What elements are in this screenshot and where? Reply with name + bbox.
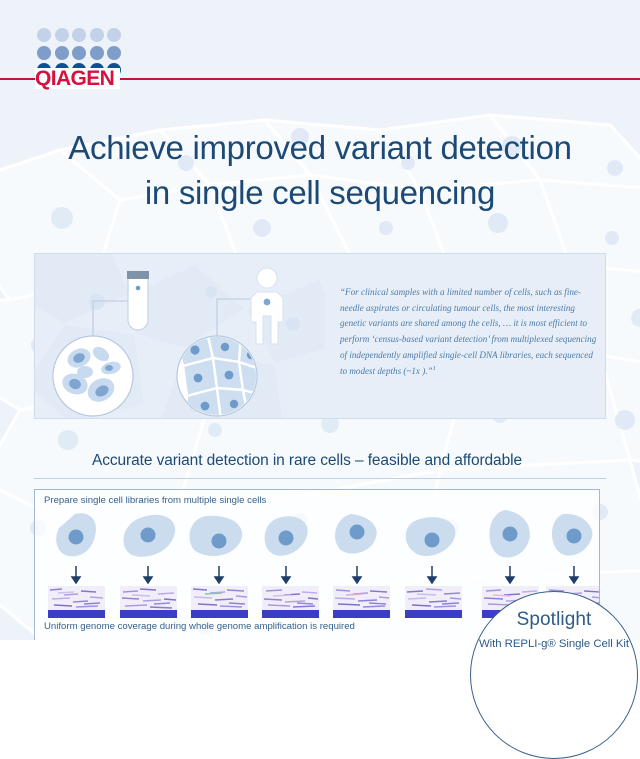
patient-tumour-marker [263,298,271,306]
hero-quote-panel: “For clinical samples with a limited num… [34,253,606,419]
logo-dot [89,45,104,60]
single-cells-row [56,510,593,558]
logo-dot-row-1 [37,28,137,42]
quote-body: “For clinical samples with a limited num… [340,287,597,377]
logo-dot [89,28,104,42]
logo-dot [107,28,121,42]
coverage-baseline-band [120,610,177,618]
logo-dot-row-2 [37,45,137,60]
page-header: QIAGEN [0,0,640,100]
blood-collection-tube [127,271,149,331]
logo-dot [72,28,86,42]
workflow-top-label: Prepare single cell libraries from multi… [44,495,267,506]
coverage-baseline-band [262,610,319,618]
qiagen-wordmark: QIAGEN [35,68,121,89]
sample-source-illustration [35,254,325,418]
logo-dot [72,45,86,60]
section-heading: Accurate variant detection in rare cells… [92,452,522,469]
coverage-noise [406,588,462,608]
page-title-line-1: Achieve improved variant detection [68,129,572,166]
coverage-plot [262,586,319,618]
coverage-noise [121,588,177,609]
coverage-noise [49,588,104,608]
coverage-noise [263,589,319,608]
coverage-baseline-band [405,610,462,618]
page-title-line-2: in single cell sequencing [144,173,496,211]
coverage-plot [333,586,390,618]
coverage-noise [334,589,390,608]
coverage-plot [405,586,462,618]
spotlight-callout: Spotlight With REPLI-g® Single Cell Kit [470,591,638,759]
coverage-plot [191,586,248,618]
workflow-bottom-label: Uniform genome coverage during whole gen… [44,621,355,632]
quote-text: “For clinical samples with a limited num… [340,285,598,380]
coverage-plot [48,586,105,618]
quote-reference-marker: 1 [432,365,436,373]
coverage-baseline-band [191,610,248,618]
coverage-baseline-band [48,610,105,618]
logo-dot [54,45,69,60]
page-title: Achieve improved variant detection in si… [0,126,640,216]
logo-dot [37,45,51,60]
section-divider-rule [34,478,606,479]
coverage-plot [120,586,177,618]
process-arrows-row [70,566,580,584]
coverage-noise [192,588,248,608]
logo-dot [107,45,121,60]
logo-dot [37,28,51,42]
logo-dot [54,28,69,42]
circulating-cells-magnified [52,335,134,417]
coverage-baseline-band [333,610,390,618]
